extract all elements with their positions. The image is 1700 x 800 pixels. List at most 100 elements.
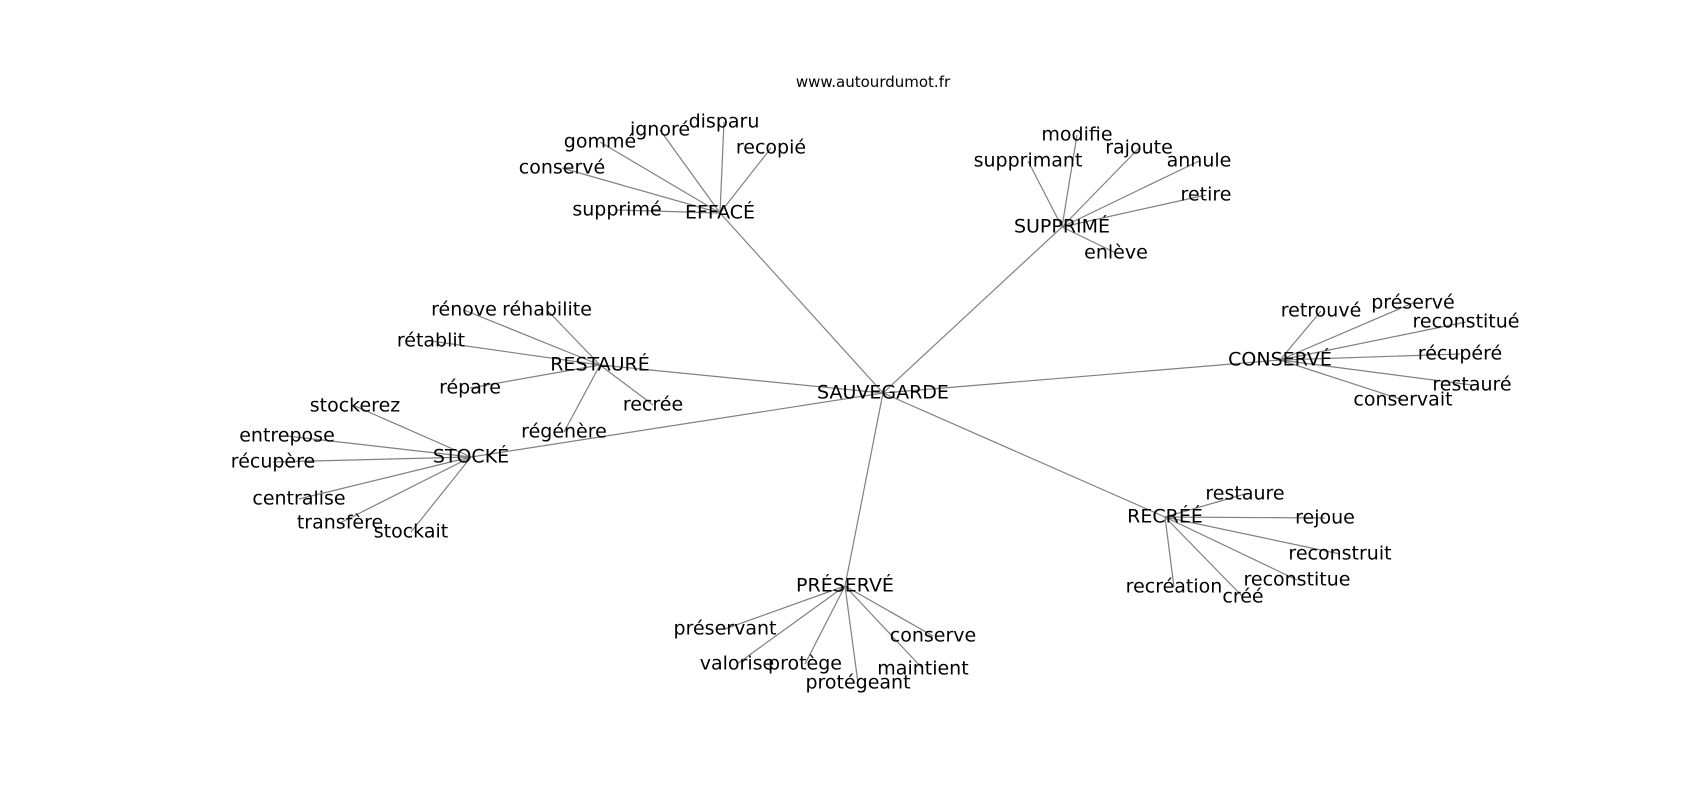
leaf-word: récupéré — [1418, 343, 1502, 365]
leaf-word: conservé — [519, 157, 605, 179]
hub-leaf-edge — [844, 585, 924, 670]
hub-word: SUPPRIMÉ — [1014, 215, 1110, 238]
hub-leaf-edge — [724, 585, 846, 630]
leaf-word: reconstruit — [1288, 543, 1391, 565]
hub-word: RECRÉÉ — [1127, 505, 1203, 528]
leaf-word: modifie — [1041, 124, 1112, 146]
hub-leaf-edge — [1061, 226, 1117, 254]
hub-leaf-edge — [563, 364, 601, 433]
hub-leaf-edge — [339, 456, 472, 524]
hub-leaf-edge — [1279, 321, 1467, 361]
leaf-word: enlève — [1084, 242, 1148, 264]
hub-leaf-edge — [1061, 134, 1078, 228]
leaf-word: rétablit — [397, 330, 465, 352]
leaf-word: gommé — [564, 131, 636, 153]
hub-leaf-edge — [1279, 302, 1414, 361]
leaf-word: recrée — [623, 394, 683, 416]
hub-leaf-edge — [1061, 194, 1207, 228]
leaf-word: rajoute — [1105, 137, 1173, 159]
hub-leaf-edge — [1279, 310, 1322, 361]
hub-leaf-edge — [844, 585, 934, 637]
leaf-word: réhabilite — [502, 299, 592, 321]
leaf-word: conservait — [1353, 389, 1452, 411]
hub-leaf-edge — [546, 309, 601, 366]
center-hub-edge — [882, 392, 1166, 518]
leaf-word: restauré — [1432, 374, 1511, 396]
center-word: SAUVEGARDE — [817, 382, 949, 404]
leaf-word: supprimant — [974, 150, 1083, 172]
leaf-word: retire — [1181, 184, 1232, 206]
leaf-word: préservant — [674, 618, 777, 640]
leaf-word: transfère — [297, 512, 383, 534]
leaf-word: disparu — [689, 111, 760, 133]
leaf-word: reconstitue — [1243, 569, 1350, 591]
hub-leaf-edge — [616, 209, 721, 214]
hub-leaf-edge — [410, 456, 472, 533]
hub-leaf-edge — [1027, 160, 1063, 228]
leaf-word: retrouvé — [1281, 300, 1362, 322]
hub-leaf-edge — [1164, 516, 1298, 581]
source-url: www.autourdumot.fr — [796, 73, 951, 91]
leaf-word: protégeant — [805, 672, 910, 694]
hub-leaf-edge — [736, 585, 846, 665]
hub-leaf-edge — [286, 435, 472, 458]
center-hub-edge — [599, 364, 884, 394]
hub-leaf-edge — [298, 456, 472, 500]
leaf-word: entrepose — [239, 425, 335, 447]
leaf-word: restaure — [1205, 483, 1284, 505]
leaf-word: stockait — [374, 521, 448, 543]
hub-leaf-edge — [430, 340, 601, 366]
leaf-word: stockerez — [310, 395, 401, 417]
hub-word: RESTAURÉ — [550, 353, 650, 376]
hub-leaf-edge — [1164, 516, 1326, 519]
hub-leaf-edge — [463, 309, 601, 366]
leaf-word: maintient — [877, 658, 968, 680]
hub-word: PRÉSERVÉ — [796, 574, 894, 597]
hub-leaf-edge — [1061, 160, 1200, 228]
hub-leaf-edge — [1279, 353, 1461, 361]
leaf-word: supprimé — [572, 199, 661, 221]
leaf-word: conserve — [890, 625, 976, 647]
hub-word: STOCKÉ — [433, 445, 509, 468]
leaf-word: annule — [1167, 150, 1232, 172]
center-hub-edge — [882, 226, 1063, 394]
hub-leaf-edge — [1061, 147, 1140, 228]
leaf-word: recréation — [1126, 576, 1223, 598]
hub-leaf-edge — [804, 585, 846, 665]
hub-leaf-edge — [1279, 359, 1404, 401]
hub-leaf-edge — [599, 364, 654, 406]
hub-leaf-edge — [844, 585, 859, 684]
leaf-word: récupère — [231, 451, 315, 473]
leaf-word: rejoue — [1295, 507, 1355, 529]
center-hub-edge — [844, 392, 884, 587]
hub-leaf-edge — [469, 364, 601, 389]
leaf-word: centralise — [252, 488, 345, 510]
leaf-word: ignoré — [630, 119, 690, 141]
center-hub-edge — [882, 359, 1281, 394]
hub-leaf-edge — [1164, 516, 1244, 598]
leaf-word: préservé — [1371, 292, 1454, 314]
center-hub-edge — [719, 212, 884, 394]
edges-layer — [272, 121, 1473, 684]
hub-leaf-edge — [719, 147, 772, 214]
hub-leaf-edge — [1164, 493, 1246, 518]
leaf-word: recopié — [736, 137, 806, 159]
hub-leaf-edge — [354, 405, 472, 458]
leaf-word: valorise — [700, 653, 774, 675]
hub-word: EFFACÉ — [685, 201, 755, 224]
center-hub-edge — [470, 392, 884, 458]
hub-leaf-edge — [719, 121, 725, 214]
hub-word: CONSERVÉ — [1228, 348, 1332, 371]
hub-leaf-edge — [599, 141, 721, 214]
hub-leaf-edge — [561, 167, 721, 214]
hub-leaf-edge — [1164, 516, 1341, 555]
leaf-word: reconstitué — [1412, 311, 1519, 333]
leaf-word: créé — [1222, 586, 1263, 608]
hub-leaf-edge — [1164, 516, 1175, 588]
leaf-word: répare — [439, 377, 501, 399]
hub-leaf-edge — [272, 456, 472, 463]
hub-leaf-edge — [1279, 359, 1473, 386]
leaf-word: régénère — [521, 421, 607, 443]
